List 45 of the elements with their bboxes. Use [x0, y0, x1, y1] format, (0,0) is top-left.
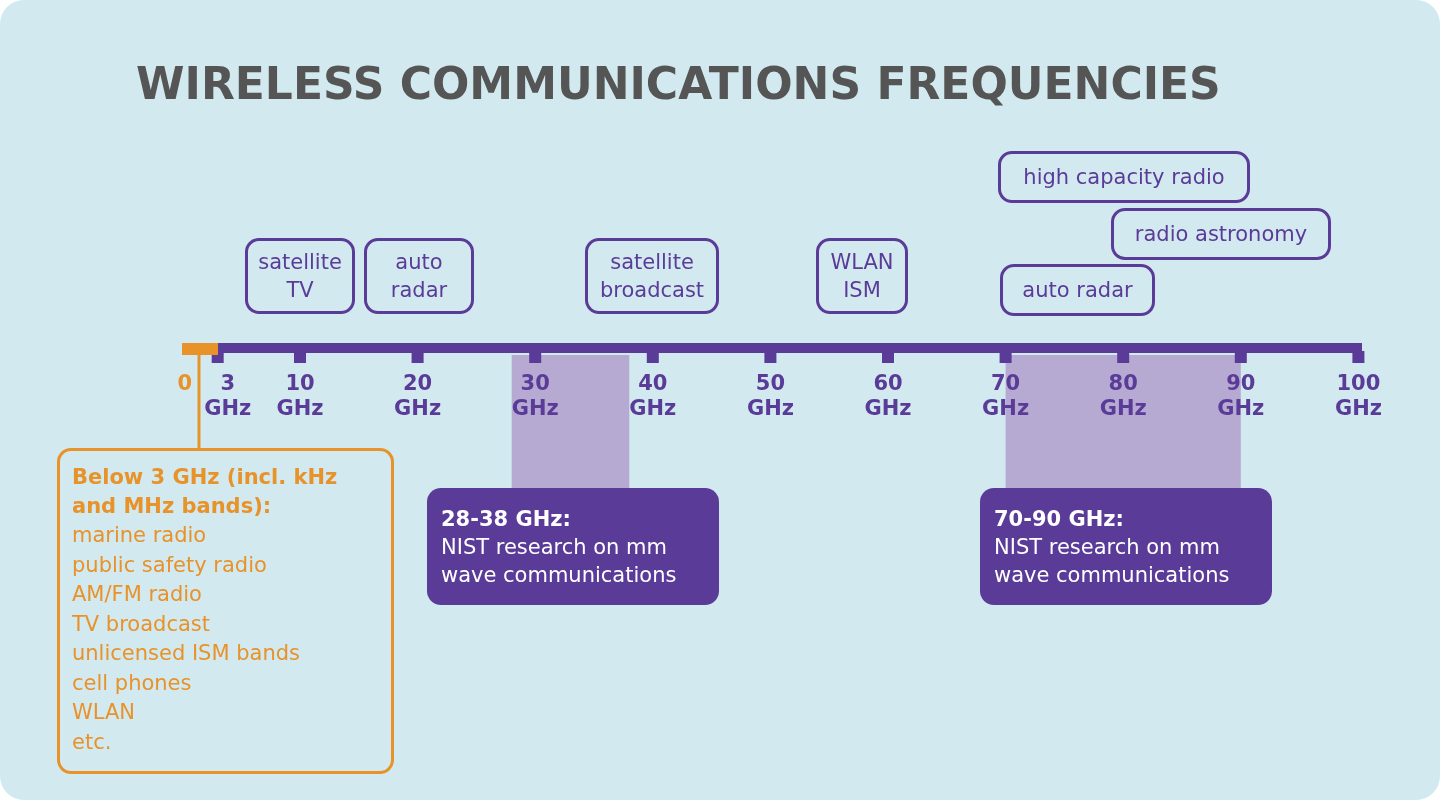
note-box	[57, 448, 394, 774]
leader-line	[197, 355, 201, 448]
box-text: public safety radio	[72, 551, 267, 579]
band-label-box	[245, 238, 355, 314]
tick-label: 40 GHz	[629, 371, 677, 421]
tick-label: 100 GHz	[1334, 371, 1382, 421]
band-label-box	[816, 238, 908, 314]
research-box	[980, 488, 1272, 605]
box-text: satellite broadcast	[598, 249, 706, 304]
band-label-box	[1000, 264, 1155, 316]
box-text: WLAN ISM	[829, 249, 895, 304]
box-text: radio astronomy	[1134, 221, 1308, 248]
tick-label: 50 GHz	[746, 371, 794, 421]
box-text: NIST research on mm wave communications	[994, 533, 1231, 589]
tick-label: 60 GHz	[864, 371, 912, 421]
frequency-band-bar	[182, 343, 218, 355]
box-text: cell phones	[72, 669, 192, 697]
box-text: marine radio	[72, 522, 207, 549]
band-label-box	[585, 238, 719, 314]
box-text: auto radar	[1022, 277, 1133, 304]
box-heading: 28-38 GHz:	[441, 505, 571, 533]
box-heading: Below 3 GHz (incl. kHz and MHz bands):	[72, 464, 339, 520]
box-text: high capacity radio	[1023, 164, 1225, 191]
band-label-box	[998, 151, 1250, 203]
research-box	[427, 488, 719, 605]
title: WIRELESS COMMUNICATIONS FREQUENCIES	[136, 58, 1221, 109]
band-label-box	[1111, 208, 1331, 260]
box-text: TV broadcast	[72, 610, 210, 638]
tick-label: 3 GHz	[204, 371, 252, 421]
box-text: unlicensed ISM bands	[72, 640, 301, 667]
tick-label: 0	[177, 371, 193, 396]
box-text: auto radar	[389, 249, 449, 304]
box-text: WLAN	[72, 699, 136, 726]
tick-label: 90 GHz	[1217, 371, 1265, 421]
box-text: satellite TV	[257, 249, 343, 304]
tick-label: 80 GHz	[1099, 371, 1147, 421]
tick-label: 20 GHz	[394, 371, 442, 421]
tick-label: 30 GHz	[511, 371, 559, 421]
box-text: NIST research on mm wave communications	[441, 533, 678, 589]
box-text: etc.	[72, 728, 112, 756]
band-label-box	[364, 238, 474, 314]
tick-label: 70 GHz	[982, 371, 1030, 421]
box-heading: 70-90 GHz:	[994, 505, 1124, 533]
box-text: AM/FM radio	[72, 581, 202, 608]
tick-label: 10 GHz	[276, 371, 324, 421]
